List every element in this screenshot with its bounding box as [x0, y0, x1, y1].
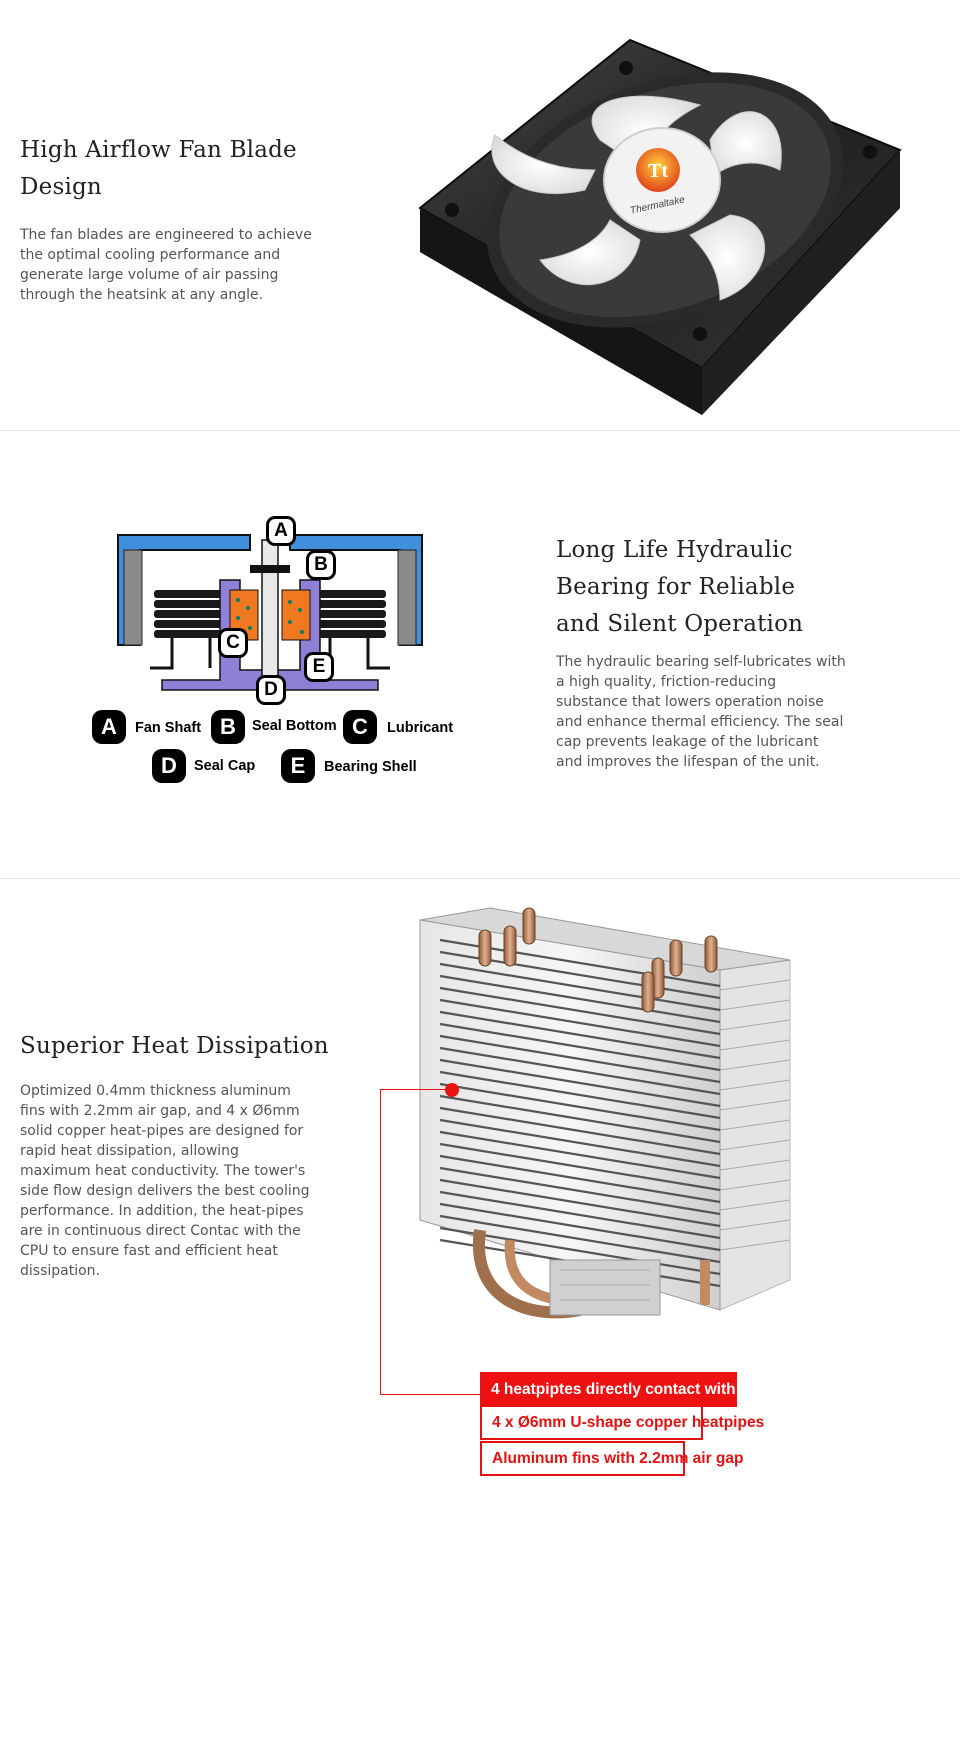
legend-badge-c: C [343, 710, 377, 744]
diagram-badge-c: C [218, 628, 248, 658]
legend-badge-e: E [281, 749, 315, 783]
fan-image: Tt Thermaltake [418, 38, 902, 415]
bearing-section-title: Long Life Hydraulic Bearing for Reliable… [556, 537, 804, 637]
diagram-badge-d: D [256, 675, 286, 705]
heatsink-image: Tt [419, 907, 791, 1319]
callout-aluminum-fins: Aluminum fins with 2.2mm air gap [480, 1441, 743, 1476]
section-divider [0, 878, 960, 879]
fan-section-title: High Airflow Fan Blade Design [20, 137, 297, 200]
callout-connector-horizontal [380, 1089, 452, 1090]
bearing-section-description: The hydraulic bearing self-lubricates wi… [556, 654, 846, 770]
legend-badge-d: D [152, 749, 186, 783]
callout-connector-bottom [380, 1394, 480, 1395]
diagram-badge-a: A [266, 516, 296, 546]
callout-connector-vertical [380, 1089, 381, 1394]
diagram-badge-b: B [306, 550, 336, 580]
legend-label-lubricant: Lubricant [387, 720, 454, 736]
callout-heatpipes-contact-cpu: 4 heatpiptes directly contact with the C… [480, 1372, 800, 1407]
legend-label-fan-shaft: Fan Shaft [135, 720, 202, 736]
bearing-diagram [117, 534, 423, 691]
heatsink-section-title: Superior Heat Dissipation [20, 1033, 329, 1059]
fan-section-description: The fan blades are engineered to achieve… [20, 227, 312, 303]
legend-badge-a: A [92, 710, 126, 744]
section-divider [0, 430, 960, 431]
legend-label-seal-cap: Seal Cap [194, 758, 256, 774]
legend-badge-b: B [211, 710, 245, 744]
legend-label-seal-bottom: Seal Bottom [252, 718, 337, 734]
fan-hub-logo: Tt [648, 160, 668, 182]
diagram-badge-e: E [304, 652, 334, 682]
legend-label-bearing-shell: Bearing Shell [324, 759, 417, 775]
callout-copper-heatpipes: 4 x Ø6mm U-shape copper heatpipes [480, 1405, 764, 1440]
heatsink-section-description: Optimized 0.4mm thickness aluminum fins … [20, 1083, 310, 1279]
